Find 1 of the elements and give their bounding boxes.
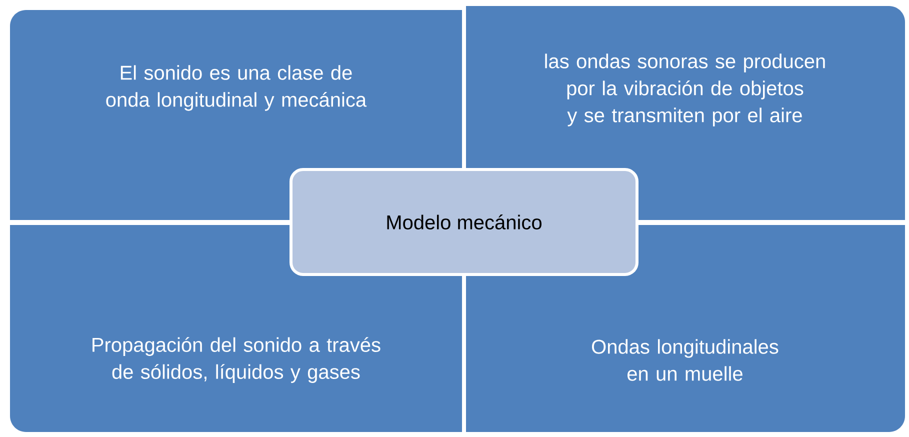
center-box: Modelo mecánico	[290, 168, 638, 276]
